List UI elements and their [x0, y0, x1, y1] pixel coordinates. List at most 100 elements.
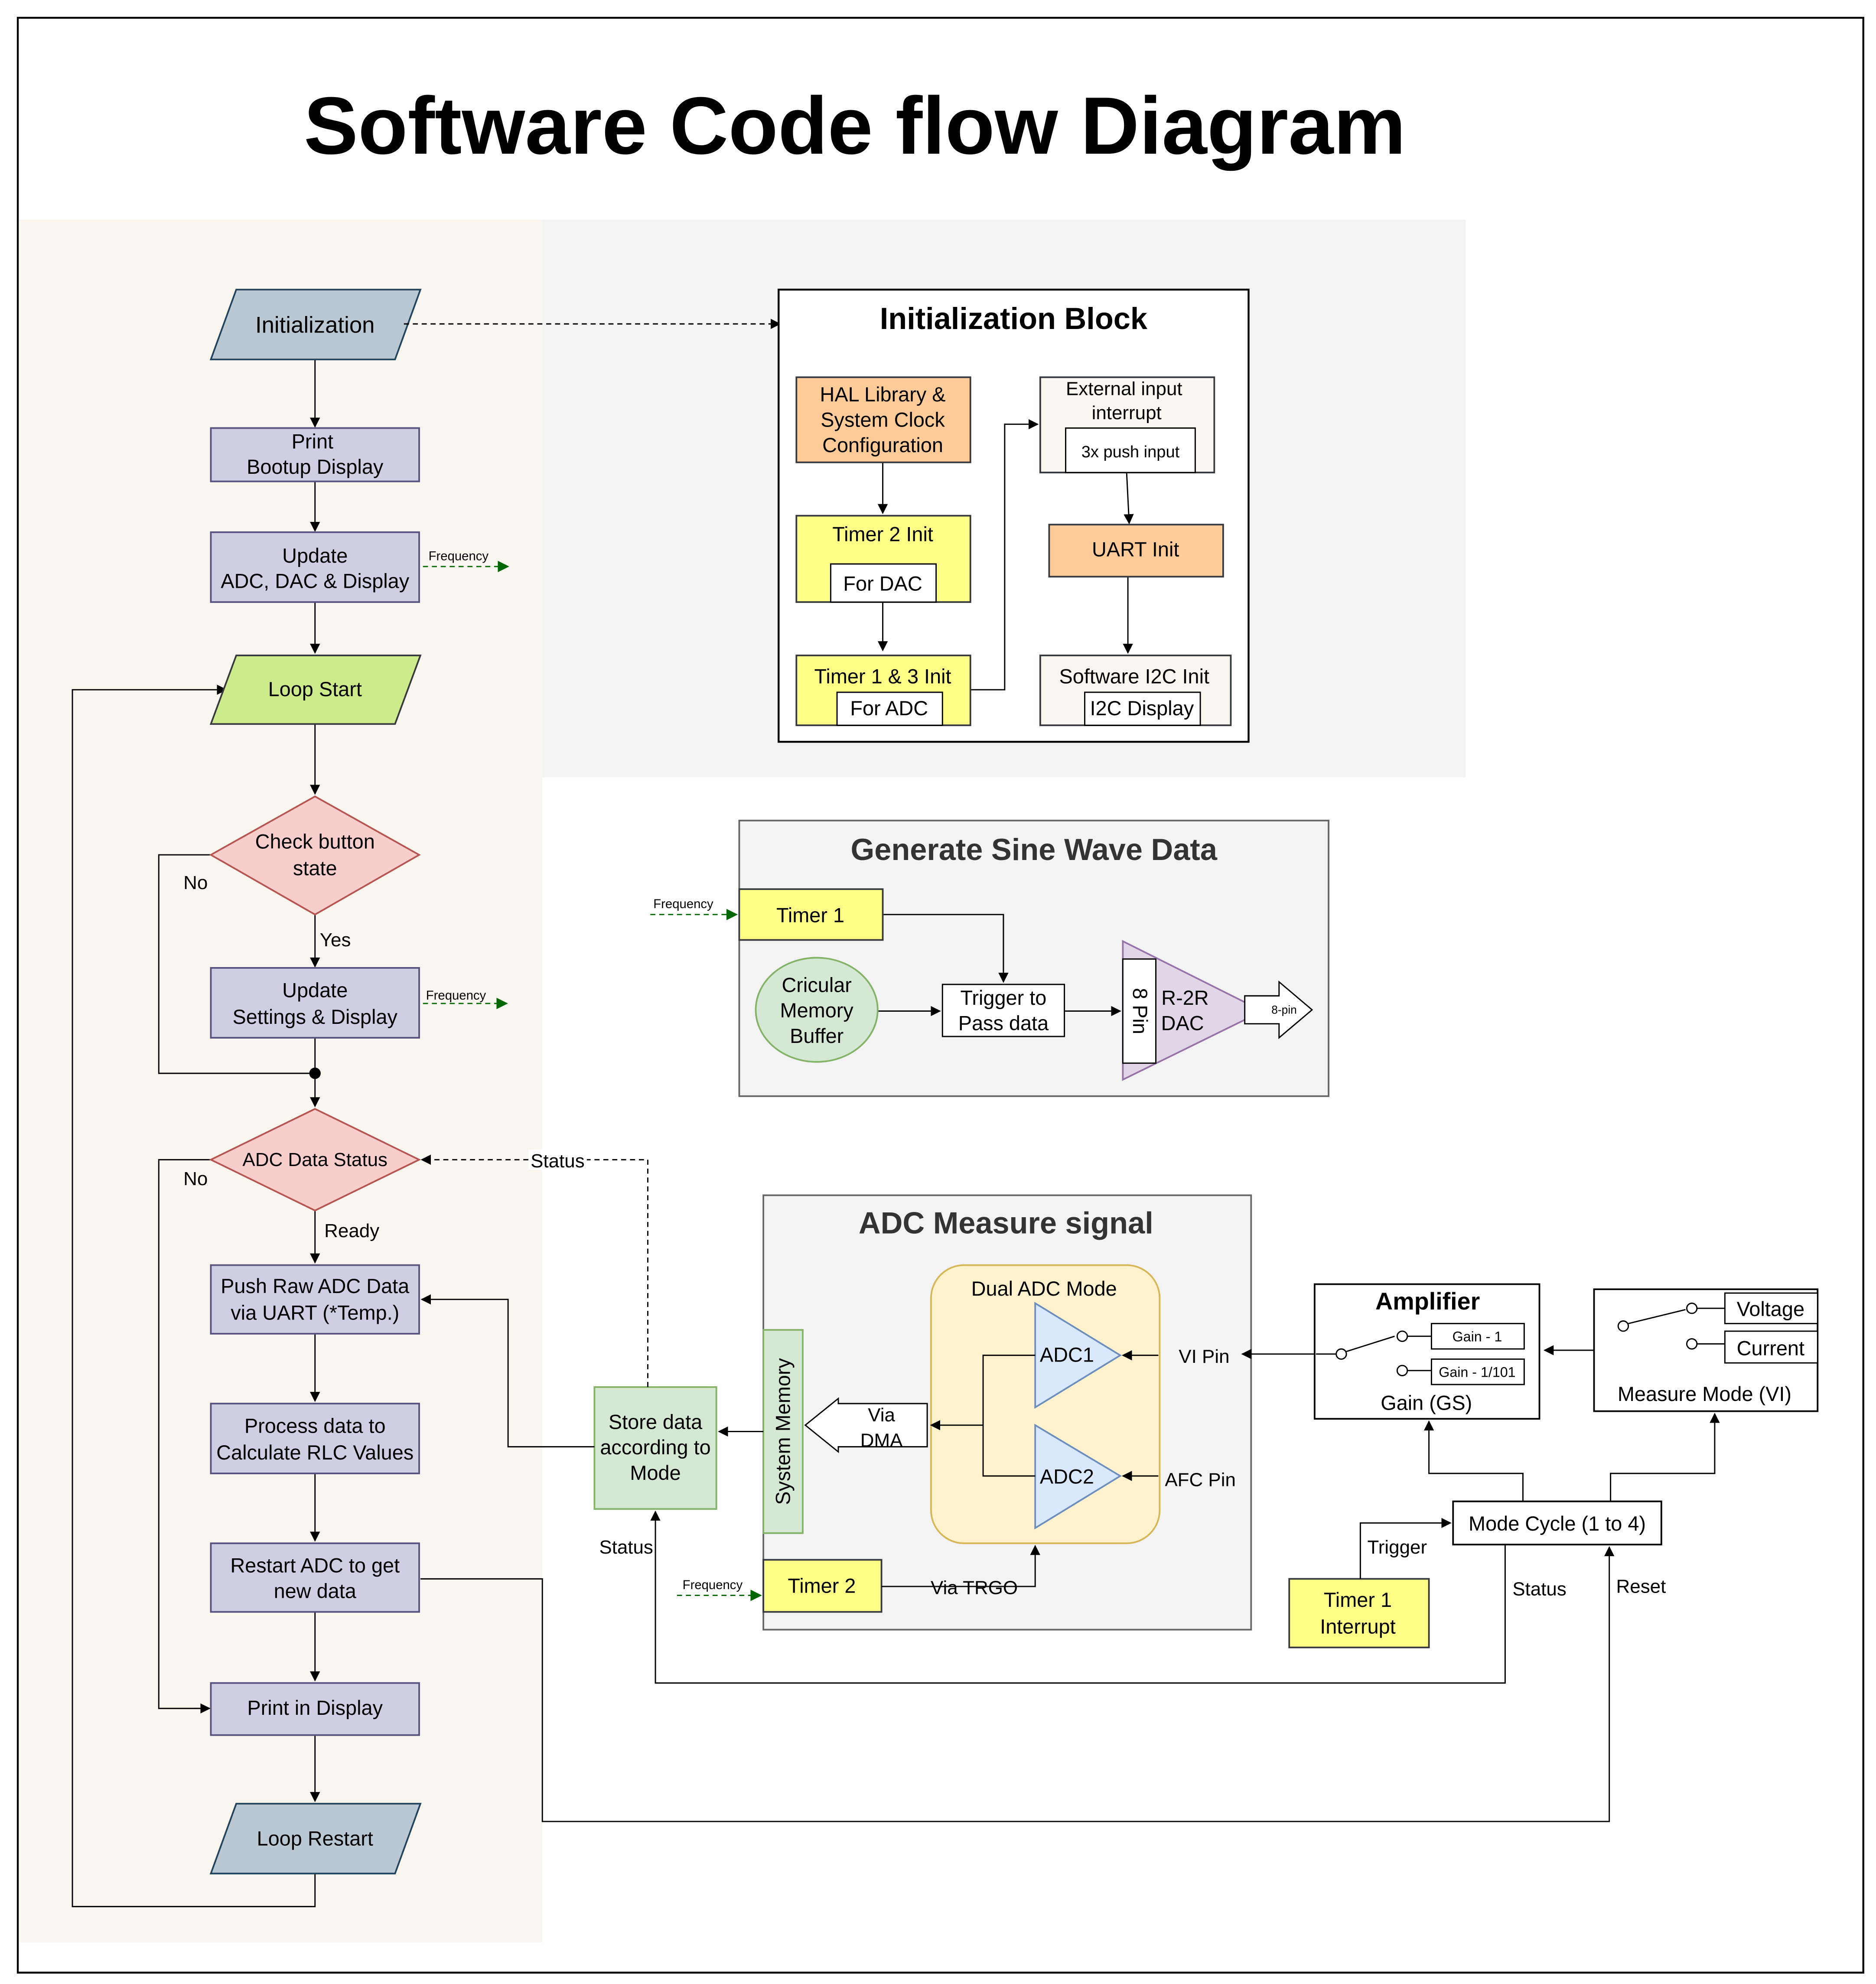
connector [158, 1159, 212, 1714]
connector [1610, 1413, 1720, 1502]
page-title: Software Code flow Diagram [304, 80, 1406, 171]
frequency-label: Frequency [683, 1578, 743, 1592]
update-adc-label-2: ADC, DAC & Display [221, 570, 410, 593]
pin-out-label: 8-pin [1271, 1003, 1297, 1016]
connector [1359, 1518, 1452, 1579]
timer2-label: Timer 2 [788, 1575, 856, 1597]
memory-buffer-node [755, 957, 879, 1063]
for-dac-label: For DAC [843, 573, 922, 595]
i2c-display-label: I2C Display [1090, 697, 1194, 720]
store-data-group: Store data according to Mode Status Stat… [420, 1149, 764, 1558]
sine-block: Generate Sine Wave Data Frequency Timer … [650, 820, 1329, 1097]
reset-connector [420, 1546, 1615, 1822]
amplifier-title: Amplifier [1375, 1288, 1480, 1315]
ready-label: Ready [324, 1220, 379, 1241]
connector [158, 854, 315, 1074]
update-settings-node [210, 967, 420, 1039]
update-settings-label-2: Settings & Display [233, 1006, 398, 1028]
print-bootup-label-2: Bootup Display [247, 456, 384, 478]
status-label: Status [1512, 1578, 1567, 1600]
current-label: Current [1737, 1337, 1804, 1360]
r2r-label-2: DAC [1161, 1012, 1204, 1034]
switch-contact [1335, 1348, 1347, 1360]
buffer-label-2: Memory [780, 999, 854, 1022]
push-input-box [1065, 427, 1196, 473]
dac-output-arrow [1244, 980, 1313, 1039]
print-display-node [210, 1682, 420, 1736]
push-raw-label-1: Push Raw ADC Data [221, 1275, 410, 1297]
dual-adc-label: Dual ADC Mode [971, 1277, 1117, 1300]
frequency-label: Frequency [426, 988, 486, 1003]
no-label: No [183, 1168, 208, 1189]
for-adc-label: For ADC [850, 697, 928, 720]
connector [881, 1544, 1040, 1587]
switch-contact [1396, 1330, 1408, 1342]
switch-contact [1686, 1303, 1698, 1314]
loop-start-label: Loop Start [268, 678, 362, 700]
process-data-label-2: Calculate RLC Values [216, 1441, 414, 1464]
gain-gs-label: Gain (GS) [1381, 1392, 1472, 1414]
adc-block: ADC Measure signal Dual ADC Mode ADC1 AD… [677, 1194, 1252, 1631]
timer2-init-label: Timer 2 Init [832, 523, 933, 545]
mode-cycle-label: Mode Cycle (1 to 4) [1469, 1512, 1646, 1535]
frequency-label: Frequency [653, 897, 713, 911]
flow-background [19, 219, 543, 1942]
amplifier-block: Amplifier Gain - 1 Gain - 1/101 Gain (GS… [1313, 1283, 1541, 1420]
frequency-label: Frequency [429, 549, 489, 563]
status-label: Status [531, 1150, 585, 1172]
restart-adc-label-2: new data [274, 1580, 357, 1602]
print-display-label: Print in Display [247, 1697, 383, 1719]
adc-status-decision [209, 1108, 421, 1212]
adc2-label: ADC2 [1040, 1466, 1094, 1488]
switch-blade [1628, 1309, 1686, 1324]
connector [883, 914, 1009, 983]
store-label-3: Mode [630, 1462, 681, 1484]
dma-arrow [804, 1397, 928, 1453]
status-label-bg [528, 1149, 587, 1170]
adc1-label: ADC1 [1040, 1343, 1094, 1366]
for-adc-box [836, 691, 943, 726]
buffer-label-3: Buffer [790, 1025, 844, 1047]
timer1-label: Timer 1 [776, 904, 844, 926]
connector [982, 1355, 1036, 1477]
timer1-interrupt-node [1288, 1578, 1430, 1648]
voltage-box [1724, 1292, 1818, 1324]
hal-label-2: System Clock [821, 409, 945, 431]
trigger-label-1: Trigger to [961, 987, 1047, 1009]
reset-label: Reset [1616, 1576, 1666, 1597]
measure-block: Voltage Current Measure Mode (VI) [1593, 1288, 1819, 1412]
trigger-label: Trigger [1368, 1537, 1427, 1558]
via-dma-label-1: Via [868, 1404, 895, 1426]
switch-contact [1617, 1320, 1629, 1332]
process-data-label-1: Process data to [244, 1414, 386, 1437]
check-button-label-2: state [293, 857, 337, 880]
system-memory-label: System Memory [772, 1358, 795, 1505]
i2c-display-box [1084, 691, 1201, 726]
for-dac-box [830, 563, 937, 603]
store-label-2: according to [600, 1436, 710, 1459]
timer1-interrupt-label-2: Interrupt [1320, 1615, 1396, 1638]
gain101-box [1430, 1358, 1525, 1385]
initialization-node [209, 289, 422, 361]
loop-start-node [209, 655, 422, 725]
junction-dot [309, 1067, 321, 1079]
adc-block-title: ADC Measure signal [859, 1205, 1153, 1240]
timer13-init-label: Timer 1 & 3 Init [814, 665, 951, 688]
current-box [1724, 1330, 1818, 1364]
no-label: No [183, 872, 208, 893]
status-label: Status [599, 1537, 653, 1558]
check-button-label-1: Check button [255, 830, 375, 853]
i2c-init-label: Software I2C Init [1059, 665, 1210, 688]
loop-restart-label: Loop Restart [257, 1828, 373, 1850]
loop-restart-node [209, 1803, 422, 1875]
trigger-node [941, 984, 1065, 1037]
adc-status-label: ADC Data Status [242, 1149, 388, 1170]
process-data-node [210, 1403, 420, 1475]
loop-back-connector [72, 684, 316, 1907]
timer1-interrupt-label-1: Timer 1 [1324, 1589, 1392, 1611]
initialization-label: Initialization [255, 313, 375, 338]
switch-contact [1396, 1365, 1408, 1376]
restart-adc-node [210, 1542, 420, 1613]
